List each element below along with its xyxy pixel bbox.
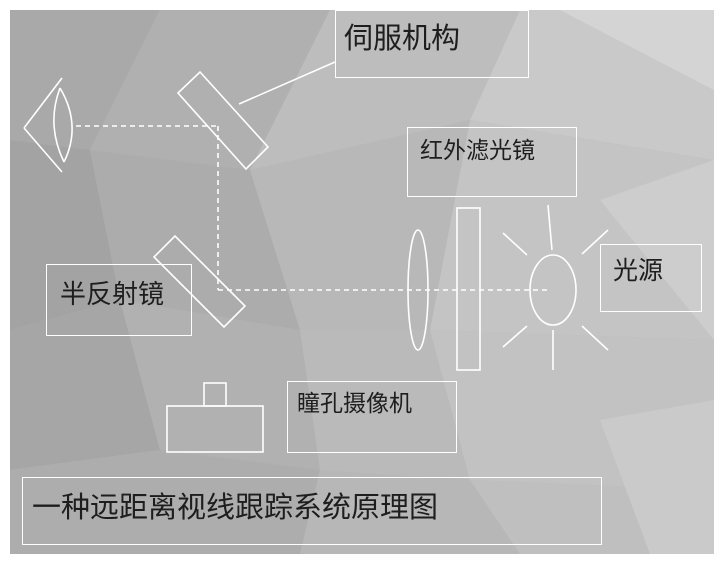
ir-filter-label: 红外滤光镜: [420, 138, 535, 164]
eye-icon: [23, 77, 73, 173]
pupil-camera: [166, 382, 264, 453]
servo-mirror: [176, 70, 270, 171]
half-mirror: [152, 234, 247, 329]
light-source-icon: [502, 204, 609, 370]
pupil-camera-label-box: [287, 381, 457, 453]
servo-label-box: [335, 10, 529, 78]
servo-label: 伺服机构: [344, 21, 461, 55]
caption-box: [22, 477, 602, 545]
ir-filter-label-box: [407, 127, 577, 197]
half-mirror-label: 半反射镜: [60, 280, 165, 310]
infrared-filter: [456, 207, 481, 371]
diagram-caption: 一种远距离视线跟踪系统原理图: [32, 490, 439, 524]
light-source-label-box: [600, 244, 702, 312]
lens: [407, 229, 429, 351]
half-mirror-label-box: [46, 264, 192, 336]
pupil-camera-label: 瞳孔摄像机: [297, 391, 412, 417]
light-source-label: 光源: [613, 256, 664, 285]
servo-connector-line: [238, 61, 336, 105]
optical-path: [76, 125, 548, 291]
